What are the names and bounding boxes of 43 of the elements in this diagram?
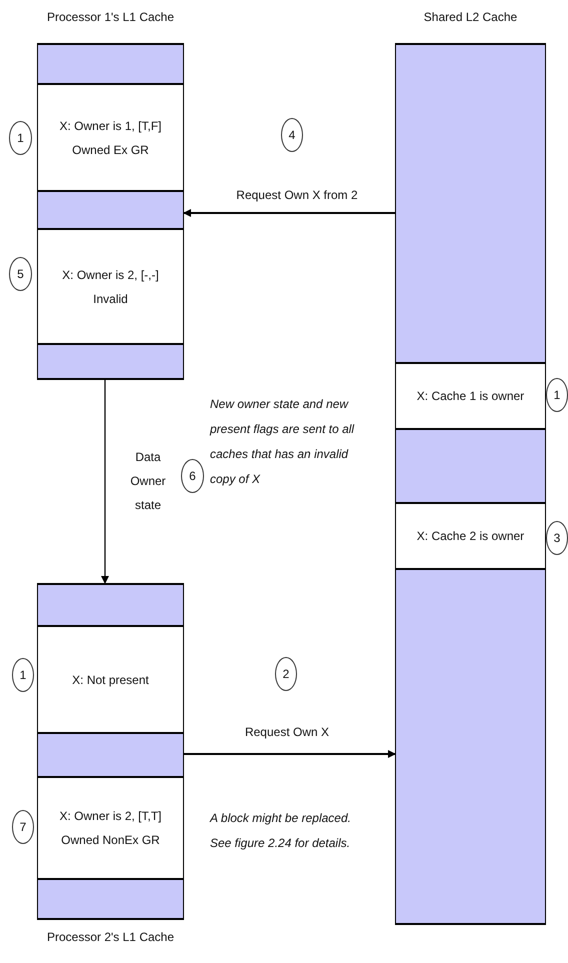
cache-entry <box>37 625 184 732</box>
cache-block <box>37 878 184 920</box>
cache-entry <box>395 502 546 568</box>
arrow <box>184 750 396 758</box>
step-number: 1 <box>9 121 32 155</box>
cache-entry <box>37 228 184 343</box>
step-number: 5 <box>9 257 32 291</box>
arrow <box>101 380 109 584</box>
step-number: 3 <box>546 521 568 555</box>
cache-block <box>395 428 546 502</box>
cache-block <box>37 583 184 625</box>
cache-title: Processor 2's L1 Cache <box>46 930 176 944</box>
note-text: A block might be replaced. See figure 2.24 for details. <box>210 810 352 852</box>
entry-text: X: Owner is 1, [T,F] <box>59 118 162 134</box>
step-number: 2 <box>275 657 297 691</box>
cache-column <box>37 10 184 380</box>
entry-text: Owned NonEx GR <box>61 832 160 849</box>
entry-text: X: Cache 1 is owner <box>416 388 524 405</box>
step-number: 7 <box>12 810 34 844</box>
entry-text: X: Owner is 2, [-,-] <box>62 266 159 284</box>
cache-title: Processor 1's L1 Cache <box>46 10 176 24</box>
cache-block <box>37 190 184 228</box>
cache-entry <box>37 776 184 878</box>
cache-column <box>395 10 546 925</box>
cache-entry <box>395 362 546 428</box>
entry-text: X: Cache 2 is owner <box>416 528 524 545</box>
cache-title: Shared L2 Cache <box>422 10 518 24</box>
entry-text: X: Not present <box>72 672 149 688</box>
cache-block <box>395 43 546 362</box>
cache-block <box>37 43 184 83</box>
step-number: 1 <box>12 658 34 692</box>
arrow <box>183 209 395 217</box>
entry-text: Invalid <box>93 290 128 308</box>
cache-block <box>395 568 546 925</box>
cache-entry <box>37 83 184 190</box>
entry-text: X: Owner is 2, [T,T] <box>59 808 162 825</box>
cache-block <box>37 343 184 380</box>
note-text: New owner state and new present flags are sent to all caches that has an invalid copy of X <box>210 396 356 488</box>
cache-block <box>37 732 184 776</box>
entry-text: Owned Ex GR <box>72 142 149 158</box>
step-number: 1 <box>546 378 568 412</box>
step-number: 6 <box>181 459 204 493</box>
step-number: 4 <box>281 118 303 152</box>
